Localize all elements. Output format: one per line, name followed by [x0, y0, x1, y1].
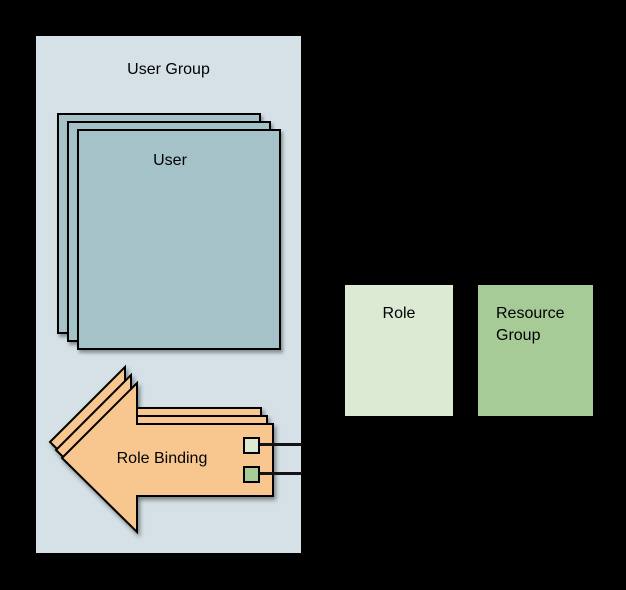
resource-group-port-square — [243, 466, 260, 483]
resource-group-box: Resource Group — [478, 285, 593, 416]
role-label: Role — [382, 305, 416, 322]
resource-group-connector-line — [259, 472, 302, 475]
resource-group-label: Resource Group — [496, 305, 565, 344]
role-binding-arrow — [48, 364, 274, 535]
role-binding-arrow-front — [60, 380, 274, 535]
user-label: User — [153, 152, 187, 169]
user-square-front — [77, 129, 281, 350]
role-port-square — [243, 437, 260, 454]
role-box: Role — [345, 285, 453, 416]
role-connector-line — [259, 443, 302, 446]
user-group-label: User Group — [127, 61, 210, 78]
role-binding-label: Role Binding — [116, 450, 208, 467]
